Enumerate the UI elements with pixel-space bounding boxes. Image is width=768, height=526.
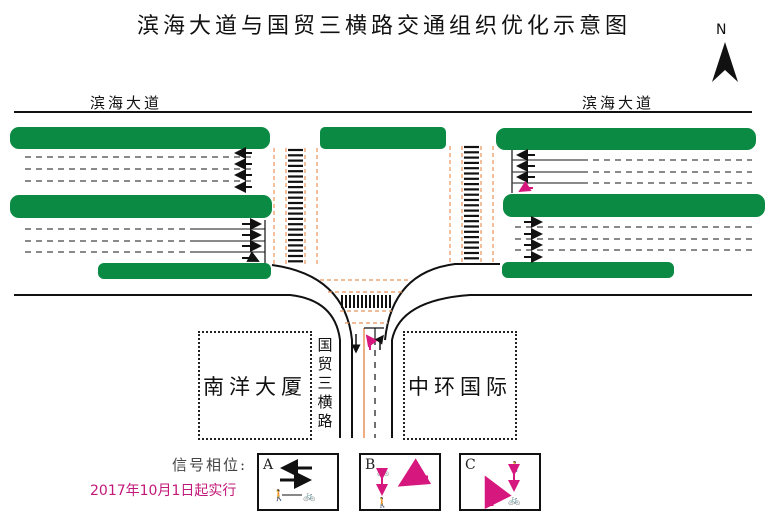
curb-right [384,263,500,341]
svg-text:🚶: 🚶 [376,496,388,509]
median-e-center [503,194,765,217]
south-crosswalk [320,279,408,324]
median-se [502,262,674,278]
phase-letter-a: A [263,457,274,473]
median-ne [496,128,756,150]
effective-date: 2017年10月1日起实行 [90,483,237,499]
phase-letter-b: B [365,457,376,473]
phase-box-b: B [359,453,441,511]
north-label: N [716,22,727,38]
west-westbound-lane-lines [25,156,255,182]
left-turn-arrow-icon [397,458,432,487]
building-nanyang: 南洋大厦 [198,331,312,440]
road-label-east: 滨海大道 [582,94,655,112]
phase-box-c: C [459,453,541,511]
south-road-edge-right [391,294,752,438]
svg-text:🚲: 🚲 [508,495,520,506]
diagram-title: 滨海大道与国贸三横路交通组织优化示意图 [136,14,631,39]
exit-left-arrow-icon [484,475,512,510]
svg-text:🚲: 🚲 [303,491,315,502]
phase-c-icons: 🚶 🚲 [484,460,521,510]
road-label-west: 滨海大道 [90,94,163,112]
median-sw [98,263,271,279]
phase-letter-c: C [465,457,476,473]
side-road-label: 国 贸 三 横 路 [317,336,333,430]
phase-b-icons: 🚲 🚶 [376,458,432,509]
east-eastbound-arrows [524,216,543,263]
phase-box-a: A [257,453,339,511]
east-westbound-arrows [516,149,535,193]
west-crosswalk [273,148,318,265]
north-arrow-icon [712,42,738,82]
phase-a-icons: 🚶 🚲 [272,459,315,502]
median-w-center [10,195,272,218]
west-westbound-arrows [234,147,252,193]
east-eastbound-lane-lines [515,226,752,251]
signal-phase-label: 信号相位: [172,456,248,474]
west-eastbound-arrows [242,218,262,262]
median-center-north [320,127,446,149]
northbound-left-arrow [365,334,378,350]
west-eastbound-lane-lines [25,220,266,263]
side-road-lanes [351,327,384,438]
median-nw [10,127,270,149]
east-crosswalk [449,145,494,263]
south-road-edge-left [14,294,341,438]
building-zhonghuan: 中环国际 [403,331,517,440]
medians [10,127,765,279]
east-westbound-lane-lines [511,150,752,193]
northbound-right-arrow [374,334,384,350]
svg-text:🚶: 🚶 [272,489,286,502]
